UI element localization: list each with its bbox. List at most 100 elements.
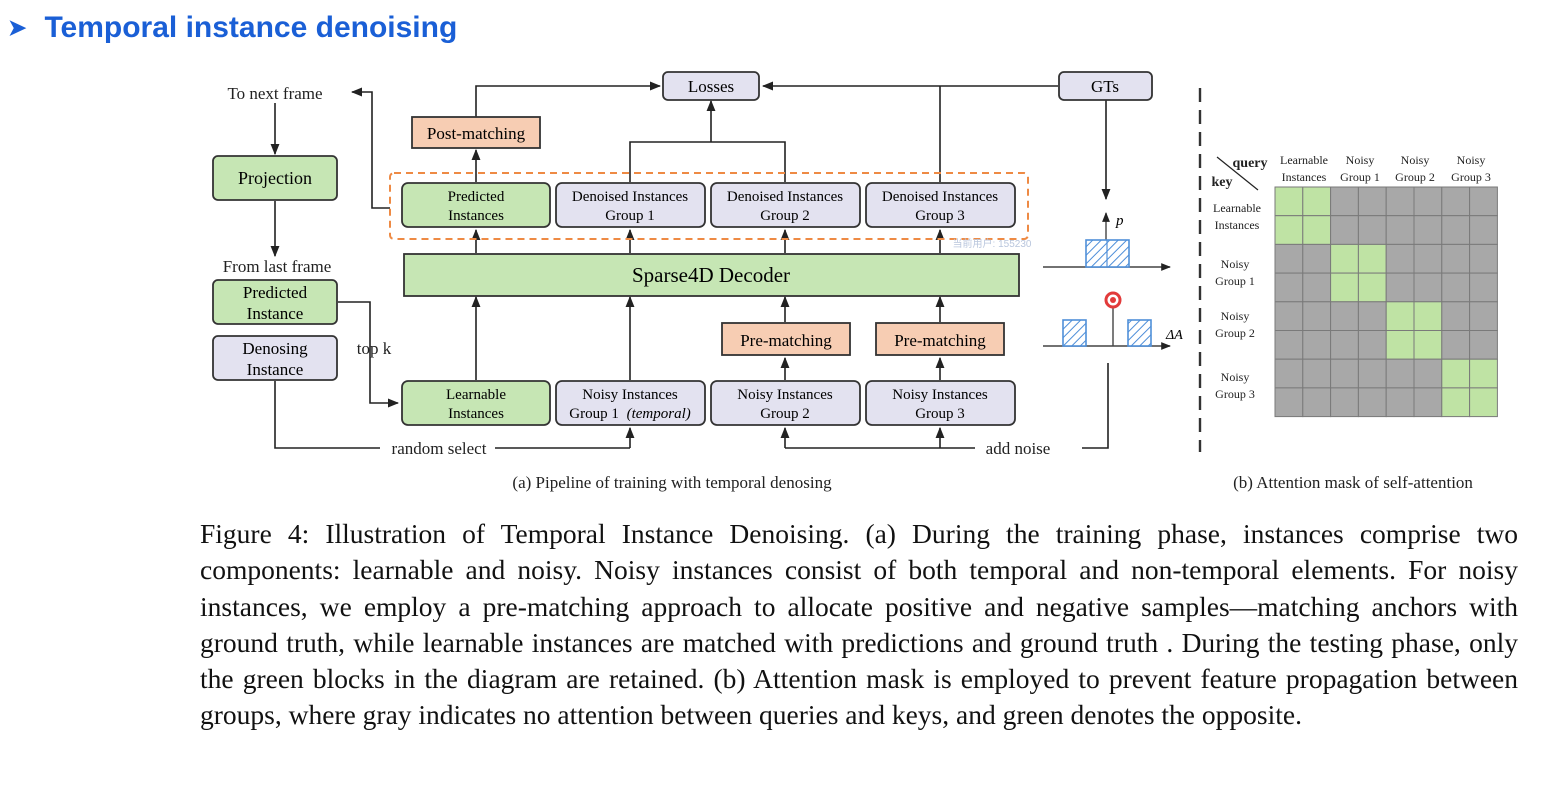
projection-box: Projection xyxy=(212,155,338,201)
row-header-group1-2: Group 1 xyxy=(1215,274,1255,288)
mask-cell-attend xyxy=(1274,215,1304,245)
mask-cell-attend xyxy=(1330,243,1359,274)
mask-cell-blocked xyxy=(1469,215,1498,245)
pipeline-connectors xyxy=(270,81,1111,449)
mask-cell-blocked xyxy=(1413,215,1443,245)
mask-cell-blocked xyxy=(1274,243,1304,274)
mask-cell-blocked xyxy=(1330,301,1359,331)
denoising-instance-line1: Denosing xyxy=(242,339,308,358)
pre-matching-label-group3: Pre-matching xyxy=(894,331,986,350)
mask-cell-blocked xyxy=(1413,358,1443,389)
corner-key-label: key xyxy=(1212,175,1233,190)
mask-cell-attend xyxy=(1357,243,1387,274)
mask-cell-blocked xyxy=(1302,272,1332,303)
mask-cell-attend xyxy=(1441,358,1471,389)
mask-cell-blocked xyxy=(1469,186,1498,217)
last-frame-predicted-line1: Predicted xyxy=(243,283,308,302)
to-next-frame-label: To next frame xyxy=(227,84,322,103)
mask-cell-attend xyxy=(1413,330,1443,360)
section-title: ➤ Temporal instance denoising xyxy=(8,6,457,50)
mask-cell-blocked xyxy=(1413,387,1443,418)
losses-label: Losses xyxy=(688,77,734,96)
mask-cell-blocked xyxy=(1357,215,1387,245)
pre-matching-box-group2: Pre-matching xyxy=(721,322,851,356)
noisy-group1-line2: Group 1 xyxy=(569,406,619,422)
top-k-label: top k xyxy=(357,339,392,358)
mask-cell-attend xyxy=(1469,387,1498,418)
mask-cell-blocked xyxy=(1469,301,1498,331)
pre-matching-label-group2: Pre-matching xyxy=(740,331,832,350)
noisy-group2-line1: Noisy Instances xyxy=(737,387,833,403)
mask-cell-blocked xyxy=(1274,387,1304,418)
learnable-instances-line1: Learnable xyxy=(446,387,506,403)
noisy-group3-box: Noisy Instances Group 3 xyxy=(865,380,1016,426)
mask-cell-attend xyxy=(1302,186,1332,217)
mask-cell-attend xyxy=(1413,301,1443,331)
mask-cell-attend xyxy=(1274,186,1304,217)
post-matching-label: Post-matching xyxy=(427,124,526,143)
mask-cell-attend xyxy=(1441,387,1471,418)
section-title-text: Temporal instance denoising xyxy=(44,11,458,44)
noisy-group1-box: Noisy Instances Group 1 (temporal) xyxy=(555,380,706,426)
col-header-group3-2: Group 3 xyxy=(1451,170,1491,184)
row-header-learnable-1: Learnable xyxy=(1213,201,1261,215)
row-header-group2-2: Group 2 xyxy=(1215,326,1255,340)
corner-query-label: query xyxy=(1233,156,1268,171)
gts-box: GTs xyxy=(1058,71,1153,101)
mask-cell-blocked xyxy=(1441,215,1471,245)
mask-cell-blocked xyxy=(1274,301,1304,331)
row-header-group3-1: Noisy xyxy=(1221,370,1250,384)
predicted-instances-line2: Instances xyxy=(448,208,504,224)
mask-cell-blocked xyxy=(1469,243,1498,274)
col-header-learnable-1: Learnable xyxy=(1280,153,1328,167)
mask-cell-blocked xyxy=(1441,272,1471,303)
mask-cell-blocked xyxy=(1330,215,1359,245)
add-noise-label: add noise xyxy=(986,439,1051,458)
mask-cell-blocked xyxy=(1413,186,1443,217)
mask-cell-blocked xyxy=(1357,358,1387,389)
mask-cell-blocked xyxy=(1330,387,1359,418)
mask-cell-blocked xyxy=(1302,243,1332,274)
figure-diagram: To next frame From last frame top k rand… xyxy=(212,71,1498,492)
attention-mask-grid xyxy=(1274,186,1498,418)
mask-cell-blocked xyxy=(1469,272,1498,303)
denoised-group1-line1: Denoised Instances xyxy=(572,189,688,205)
probability-plot: p xyxy=(1043,212,1171,271)
row-header-group3-2: Group 3 xyxy=(1215,387,1255,401)
mask-cell-blocked xyxy=(1357,301,1387,331)
pre-matching-box-group3: Pre-matching xyxy=(875,322,1005,356)
col-header-group2-1: Noisy xyxy=(1401,153,1430,167)
predicted-instances-box: Predicted Instances xyxy=(401,182,551,228)
mask-cell-blocked xyxy=(1302,387,1332,418)
mask-cell-attend xyxy=(1385,301,1415,331)
mask-cell-blocked xyxy=(1413,272,1443,303)
random-select-label: random select xyxy=(392,439,487,458)
losses-box: Losses xyxy=(662,71,760,101)
denoised-group2-line2: Group 2 xyxy=(760,208,810,224)
decoder-label: Sparse4D Decoder xyxy=(632,263,790,287)
noisy-group1-temporal-tag: (temporal) xyxy=(627,406,691,422)
mask-cell-blocked xyxy=(1274,272,1304,303)
mask-cell-attend xyxy=(1385,330,1415,360)
subcaption-a: (a) Pipeline of training with temporal d… xyxy=(512,473,832,492)
denoised-group3-box: Denoised Instances Group 3 xyxy=(865,182,1016,228)
predicted-instances-line1: Predicted xyxy=(448,189,505,205)
svg-text:Group 1 (temporal): Group 1 (temporal) xyxy=(569,406,690,422)
denoised-group2-box: Denoised Instances Group 2 xyxy=(710,182,861,228)
mask-cell-blocked xyxy=(1357,387,1387,418)
mask-cell-blocked xyxy=(1441,301,1471,331)
denoised-group1-line2: Group 1 xyxy=(605,208,655,224)
mask-cell-blocked xyxy=(1385,243,1415,274)
noisy-group2-box: Noisy Instances Group 2 xyxy=(710,380,861,426)
mask-cell-attend xyxy=(1357,272,1387,303)
noisy-group3-line1: Noisy Instances xyxy=(892,387,988,403)
mask-cell-blocked xyxy=(1274,358,1304,389)
mask-cell-blocked xyxy=(1302,301,1332,331)
row-header-learnable-2: Instances xyxy=(1215,218,1260,232)
row-header-group1-1: Noisy xyxy=(1221,257,1250,271)
mask-cell-blocked xyxy=(1413,243,1443,274)
denoised-group3-line1: Denoised Instances xyxy=(882,189,998,205)
from-last-frame-label: From last frame xyxy=(223,257,332,276)
output-region-outline xyxy=(389,172,1029,240)
last-frame-predicted-line2: Instance xyxy=(247,304,304,323)
